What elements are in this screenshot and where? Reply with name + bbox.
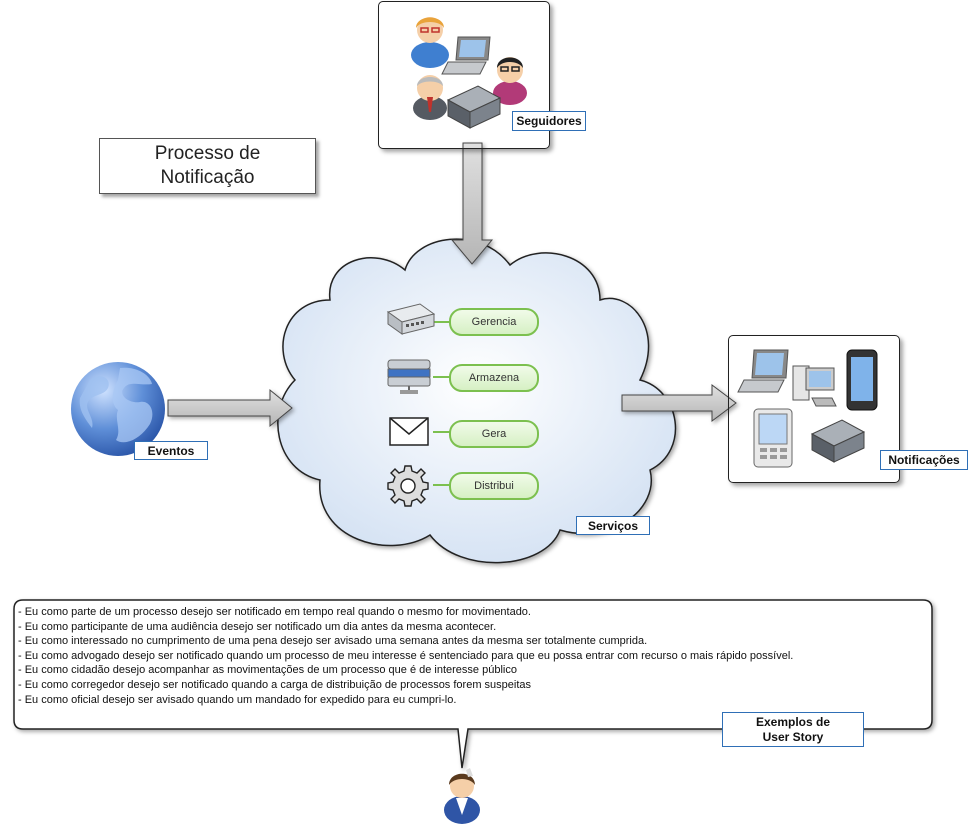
exemplos-label: Exemplos de User Story: [722, 712, 864, 747]
service-distribui: Distribui: [449, 472, 539, 500]
notificacoes-box: [728, 335, 900, 483]
user-story-item: - Eu como advogado desejo ser notificado…: [18, 649, 794, 662]
envelope-icon: [389, 417, 429, 446]
set-top-box-icon: [446, 85, 502, 129]
service-armazena: Armazena: [449, 364, 539, 392]
page-title-text: Processo de Notificação: [154, 143, 261, 188]
smartphone-icon: [846, 349, 878, 411]
service-gerencia: Gerencia: [449, 308, 539, 336]
service-gera: Gera: [449, 420, 539, 448]
globe-icon: [71, 362, 165, 456]
exemplos-label-line2: User Story: [762, 729, 824, 744]
speech-bubble: [13, 599, 933, 769]
database-icon: [387, 359, 431, 394]
person-elder-icon: [413, 75, 447, 120]
desktop-computer-icon: [792, 365, 837, 407]
user-story-item: - Eu como interessado no cumprimento de …: [18, 635, 648, 648]
arrow-eventos-to-cloud: [167, 388, 293, 428]
servicos-label: Serviços: [576, 516, 650, 535]
user-story-item: - Eu como oficial desejo ser avisado qua…: [18, 693, 457, 706]
person-woman-icon: [411, 17, 449, 68]
user-story-item: - Eu como corregedor desejo ser notifica…: [18, 678, 532, 691]
user-story-list: - Eu como parte de um processo desejo se…: [18, 605, 923, 707]
arrow-cloud-to-notificacoes: [621, 384, 737, 422]
page-title: Processo de Notificação: [99, 138, 316, 194]
user-story-item: - Eu como cidadão desejo acompanhar as m…: [18, 664, 517, 677]
services-cloud: [277, 238, 677, 564]
laptop-icon: [441, 36, 491, 75]
user-story-item: - Eu como parte de um processo desejo se…: [18, 606, 531, 618]
seguidores-label: Seguidores: [512, 111, 586, 131]
set-top-box-device-icon: [810, 419, 866, 463]
gear-icon: [387, 465, 429, 507]
eventos-label: Eventos: [134, 441, 208, 460]
exemplos-label-line1: Exemplos de: [755, 714, 831, 729]
arrow-seguidores-to-cloud: [450, 142, 494, 265]
mobile-phone-icon: [753, 408, 793, 468]
speaker-person-icon: [444, 768, 480, 824]
user-story-item: - Eu como participante de uma audiência …: [18, 620, 497, 633]
server-icon: [386, 303, 436, 335]
notificacoes-label: Notificações: [880, 450, 968, 470]
person-man-icon: [493, 57, 527, 105]
seguidores-box: [378, 1, 550, 149]
laptop-device-icon: [737, 349, 789, 393]
